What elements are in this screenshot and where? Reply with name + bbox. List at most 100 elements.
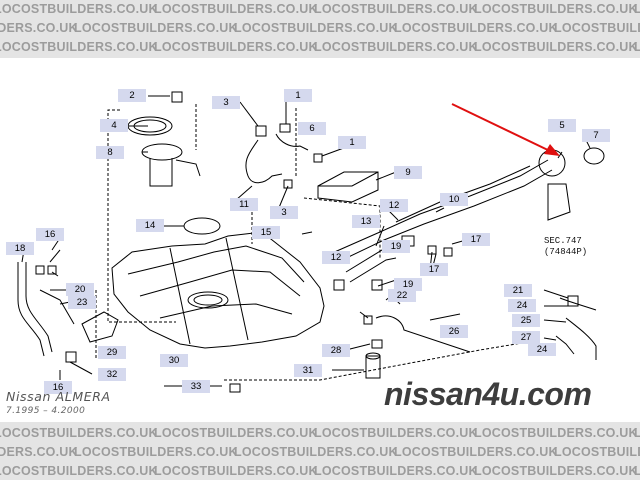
filler-pipe	[337, 169, 553, 263]
callout-13: 13	[352, 215, 380, 228]
callout-24: 24	[528, 343, 556, 356]
callout-26: 26	[440, 325, 468, 338]
watermark-row: LOCOSTBUILDERS.CO.UKLOCOSTBUILDERS.CO.UK…	[0, 40, 640, 54]
callout-22: 22	[388, 289, 416, 302]
tank-strap	[169, 247, 191, 345]
plug	[171, 91, 183, 103]
callout-16: 16	[36, 228, 64, 241]
pump-tube	[175, 159, 201, 177]
callout-28: 28	[322, 344, 350, 357]
callout-25: 25	[512, 314, 540, 327]
hose-clamp	[363, 315, 373, 325]
hose	[39, 289, 75, 325]
callout-32: 32	[98, 368, 126, 381]
hose	[349, 257, 397, 283]
callout-33: 33	[182, 380, 210, 393]
hose-clamp	[567, 295, 579, 307]
pipe	[375, 315, 471, 353]
callout-10: 10	[440, 193, 468, 206]
hose-clamp	[35, 265, 45, 275]
watermark-band-bottom: LOCOSTBUILDERS.CO.UKLOCOSTBUILDERS.CO.UK…	[0, 422, 640, 480]
callout-30: 30	[160, 354, 188, 367]
hose-clamp	[371, 279, 383, 291]
callout-5: 5	[548, 119, 576, 132]
canister	[317, 171, 379, 203]
callout-24: 24	[508, 299, 536, 312]
filter-top	[365, 352, 381, 360]
callout-23: 23	[68, 296, 96, 309]
callout-29: 29	[98, 346, 126, 359]
callout-19: 19	[382, 240, 410, 253]
callout-3: 3	[270, 206, 298, 219]
section-ref-line2: (74844P)	[544, 247, 588, 257]
bracket	[81, 311, 119, 343]
callout-27: 27	[512, 331, 540, 344]
callout-7: 7	[582, 129, 610, 142]
watermark-row: LOCOSTBUILDERS.CO.UKLOCOSTBUILDERS.CO.UK…	[0, 464, 640, 478]
fuel-filter	[365, 355, 381, 379]
hose	[245, 139, 283, 184]
fuel-tank	[111, 231, 325, 349]
callout-6: 6	[298, 122, 326, 135]
callout-4: 4	[100, 119, 128, 132]
filler-pipe	[329, 159, 549, 255]
hose-clamp	[333, 279, 345, 291]
callout-1: 1	[284, 89, 312, 102]
callout-16: 16	[44, 381, 72, 394]
callout-18: 18	[6, 242, 34, 255]
bolt	[229, 383, 241, 393]
callout-17: 17	[462, 233, 490, 246]
pipe	[555, 335, 575, 355]
callout-12: 12	[322, 251, 350, 264]
tank-rib	[127, 245, 305, 283]
model-title: Nissan ALMERA	[6, 389, 111, 404]
section-ref-line1: SEC.747	[544, 236, 582, 246]
hose-clamp	[255, 125, 267, 137]
callout-2: 2	[118, 89, 146, 102]
watermark-row: LOCOSTBUILDERS.CO.UKLOCOSTBUILDERS.CO.UK…	[0, 426, 640, 440]
callout-31: 31	[294, 364, 322, 377]
callout-11: 11	[230, 198, 258, 211]
hose-clamp	[371, 339, 383, 349]
callout-14: 14	[136, 219, 164, 232]
pump-body	[149, 158, 173, 187]
section-reference: SEC.747 (74844P)	[544, 236, 587, 258]
filler-cap-ring	[538, 149, 566, 177]
seal	[183, 217, 221, 235]
hose-clamp	[443, 247, 453, 257]
pipe	[565, 317, 597, 360]
callout-12: 12	[380, 199, 408, 212]
hose-clamp	[313, 153, 323, 163]
watermark-row: LOCOSTBUILDERS.CO.UKLOCOSTBUILDERS.CO.UK…	[0, 2, 640, 16]
callout-17: 17	[420, 263, 448, 276]
tank-opening-inner	[193, 294, 223, 306]
callout-3: 3	[212, 96, 240, 109]
callout-1: 1	[338, 136, 366, 149]
callout-19: 19	[394, 278, 422, 291]
canister-edge	[318, 171, 379, 187]
site-watermark: nissan4u.com	[384, 376, 592, 412]
hose-clamp	[65, 351, 77, 363]
hose	[275, 133, 309, 151]
pipe	[559, 297, 597, 311]
red-arrow	[451, 103, 560, 156]
callout-15: 15	[252, 226, 280, 239]
hose-clamp	[279, 123, 291, 133]
tank-rib	[139, 269, 301, 297]
hose-clamp	[47, 265, 57, 275]
callout-20: 20	[66, 283, 94, 296]
tank-opening	[187, 291, 229, 309]
hose	[17, 262, 45, 357]
tank-strap	[225, 237, 249, 341]
watermark-band-top: LOCOSTBUILDERS.CO.UKLOCOSTBUILDERS.CO.UK…	[0, 0, 640, 58]
callout-21: 21	[504, 284, 532, 297]
callout-9: 9	[394, 166, 422, 179]
watermark-row: LOCOSTBUILDERS.CO.UKLOCOSTBUILDERS.CO.UK…	[0, 21, 640, 35]
hose	[25, 262, 53, 353]
hose-clamp	[283, 179, 293, 189]
filler-bracket	[547, 183, 571, 221]
callout-8: 8	[96, 146, 124, 159]
watermark-row: LOCOSTBUILDERS.CO.UKLOCOSTBUILDERS.CO.UK…	[0, 445, 640, 459]
tank-rib	[159, 303, 293, 319]
filler-cap	[583, 147, 605, 165]
